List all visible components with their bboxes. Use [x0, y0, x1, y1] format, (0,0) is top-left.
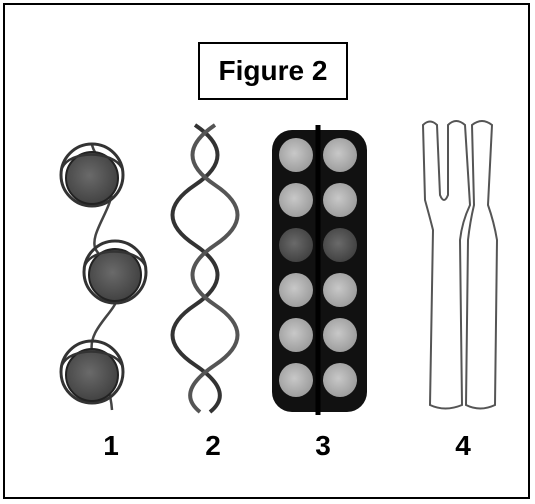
panel-label: 3: [308, 430, 338, 462]
dna-double-helix-icon: [173, 125, 238, 412]
chromosome-icon: [423, 121, 497, 409]
panel-label: 4: [448, 430, 478, 462]
nucleosome-bead: [61, 144, 123, 206]
panel-label: 2: [198, 430, 228, 462]
nucleosome-bead: [61, 341, 123, 403]
nucleosome-bead: [84, 241, 146, 303]
panel-label: 1: [96, 430, 126, 462]
chromatin-fiber-icon: [272, 125, 367, 415]
nucleosome-beads-on-string-icon: [61, 144, 146, 410]
